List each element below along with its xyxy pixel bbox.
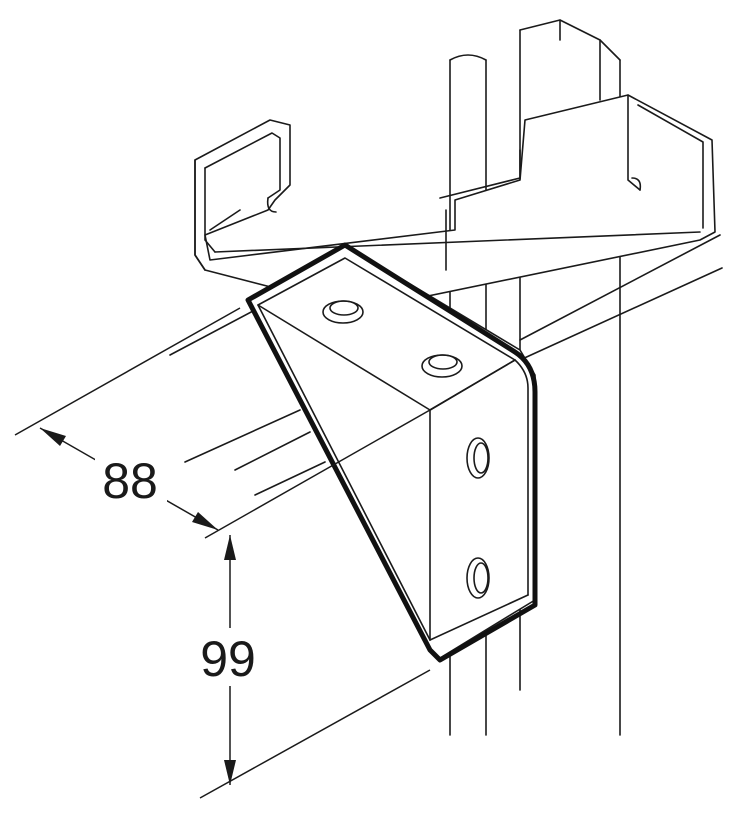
angle-bracket xyxy=(245,242,538,663)
channel-extension-lines xyxy=(169,234,723,496)
dimension-label-height: 99 xyxy=(200,631,256,687)
dimension-88: 88 xyxy=(14,307,431,539)
dimension-99: 99 xyxy=(192,535,431,799)
dimension-label-width: 88 xyxy=(102,453,158,509)
